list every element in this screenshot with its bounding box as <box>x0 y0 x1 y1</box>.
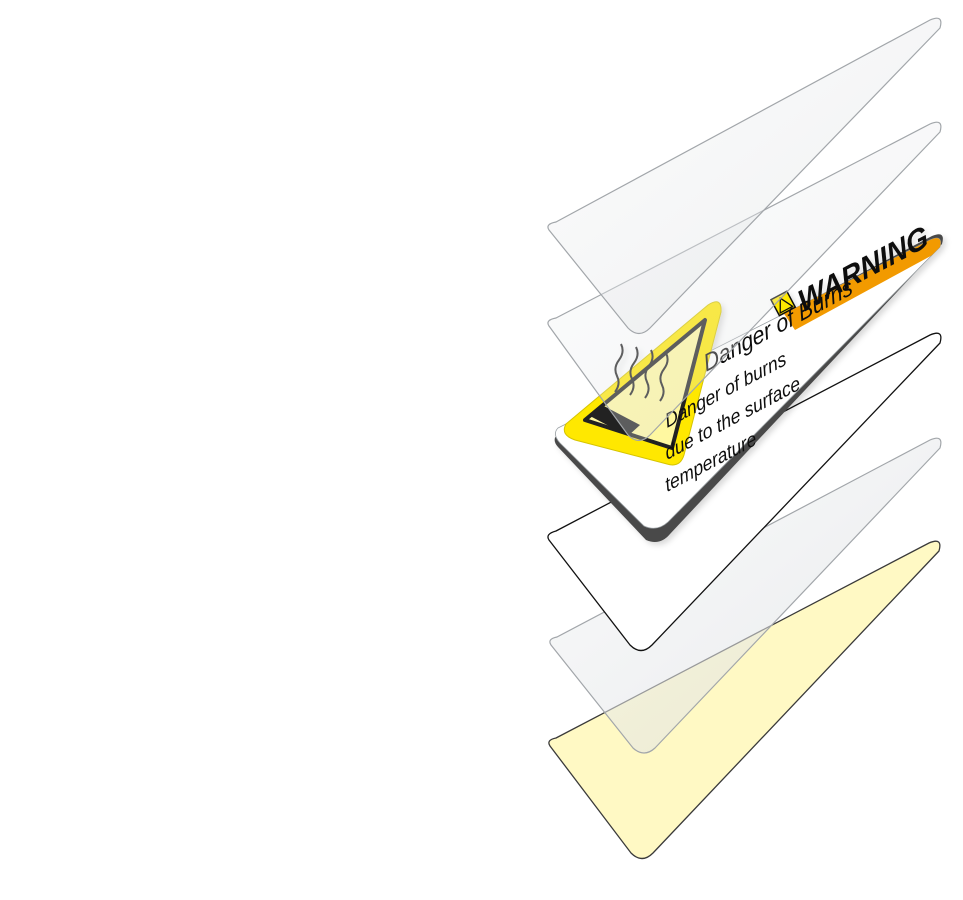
second-clear-laminate <box>547 121 942 442</box>
white-layer-shape <box>547 332 942 652</box>
white-base-layer <box>547 332 942 652</box>
second-clear-shape <box>547 121 942 442</box>
lower-clear-layer <box>549 437 942 754</box>
top-clear-shape <box>547 17 942 335</box>
top-clear-laminate <box>547 17 942 335</box>
adhesive-backing-layer <box>548 540 941 860</box>
lower-clear-shape <box>549 437 942 754</box>
adhesive-layer-shape <box>548 540 941 860</box>
